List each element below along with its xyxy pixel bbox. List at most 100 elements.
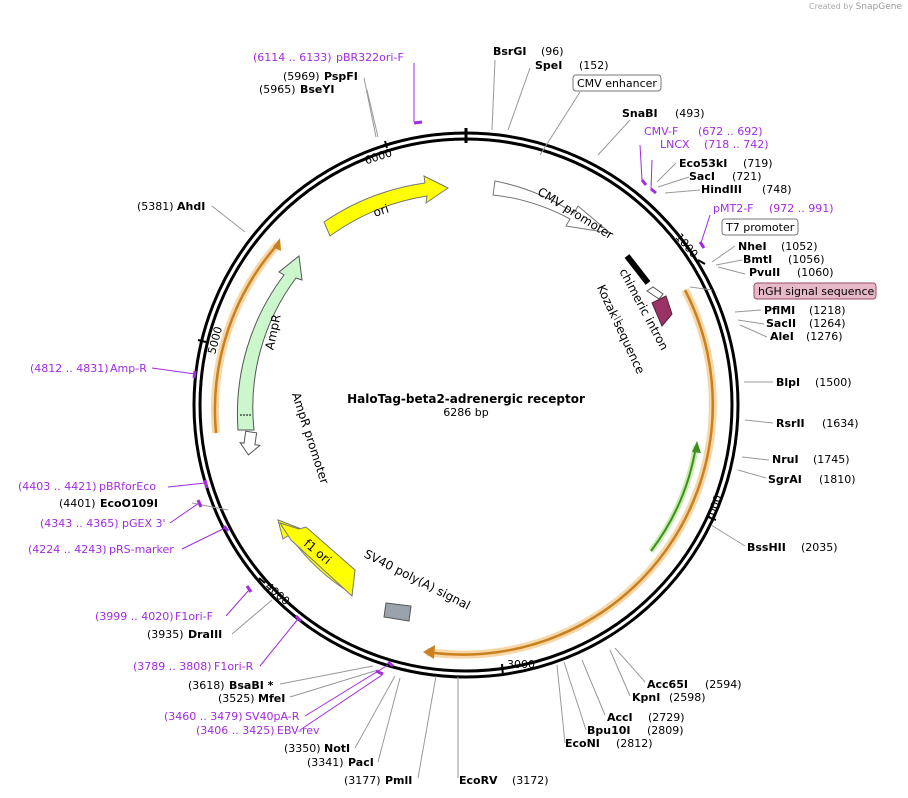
- svg-text:(5381): (5381): [137, 200, 174, 213]
- svg-text:(4343 .. 4365): (4343 .. 4365): [40, 517, 119, 530]
- svg-text:EcoNI: EcoNI: [565, 737, 600, 750]
- t7-promoter-box: T7 promoter: [721, 218, 799, 236]
- ampr-promoter-label: AmpR promoter: [289, 391, 332, 486]
- svg-text:PvuII: PvuII: [749, 266, 780, 279]
- svg-text:SgrAI: SgrAI: [768, 473, 802, 486]
- svg-text:(1810): (1810): [819, 473, 856, 486]
- svg-text:(5965): (5965): [259, 83, 296, 96]
- svg-text:pBRforEco: pBRforEco: [99, 480, 156, 493]
- primer-labels: (6114 .. 6133) pBR322ori-F CMV-F (672 .. 6…: [18, 51, 834, 737]
- f1-ori-body: [278, 522, 356, 598]
- svg-text:PspFI: PspFI: [324, 70, 358, 83]
- svg-text:PflMI: PflMI: [764, 304, 795, 317]
- svg-text:EcoRV: EcoRV: [459, 774, 498, 787]
- svg-text:BssHII: BssHII: [747, 541, 786, 554]
- svg-text:SacII: SacII: [766, 317, 796, 330]
- leader-lines: [191, 59, 774, 779]
- green-arc: [650, 445, 697, 552]
- svg-text:(4401): (4401): [59, 497, 96, 510]
- svg-text:NheI: NheI: [738, 240, 767, 253]
- svg-text:(2812): (2812): [616, 737, 653, 750]
- svg-text:(721): (721): [732, 170, 762, 183]
- hgh-signal-marker: [651, 295, 673, 327]
- svg-text:(6114 .. 6133): (6114 .. 6133): [253, 51, 332, 64]
- svg-text:BmtI: BmtI: [743, 253, 772, 266]
- svg-text:MfeI: MfeI: [258, 692, 285, 705]
- svg-text:(3406 .. 3425): (3406 .. 3425): [196, 724, 275, 737]
- svg-text:PmlI: PmlI: [385, 774, 412, 787]
- svg-text:CMV enhancer: CMV enhancer: [577, 77, 657, 90]
- sv40-polya-marker: [383, 602, 412, 622]
- svg-text:(1500): (1500): [815, 376, 852, 389]
- svg-text:(1745): (1745): [813, 453, 850, 466]
- kozak-mark-a: [613, 315, 622, 321]
- left-orange-arrowhead: [273, 238, 281, 251]
- svg-text:LNCX: LNCX: [660, 138, 690, 151]
- svg-text:(5969): (5969): [283, 70, 320, 83]
- svg-text:(672 .. 692): (672 .. 692): [698, 125, 763, 138]
- hgh-signal-box: hGH signal sequence: [753, 282, 877, 300]
- scale-tick-2000: 2000: [703, 493, 725, 524]
- svg-text:pBR322ori-F: pBR322ori-F: [336, 51, 404, 64]
- svg-text:BlpI: BlpI: [776, 376, 800, 389]
- ampr-promoter-arrow: [239, 430, 262, 456]
- svg-text:DraIII: DraIII: [188, 628, 222, 641]
- svg-text:RsrII: RsrII: [776, 417, 805, 430]
- svg-text:(3935): (3935): [147, 628, 184, 641]
- svg-text:CMV-F: CMV-F: [644, 125, 678, 138]
- svg-text:(493): (493): [675, 107, 705, 120]
- svg-text:(4812 .. 4831): (4812 .. 4831): [30, 362, 109, 375]
- svg-text:Acc65I: Acc65I: [647, 678, 688, 691]
- svg-text:PacI: PacI: [348, 756, 374, 769]
- cds-arc: [426, 289, 715, 656]
- svg-text:Bpu10I: Bpu10I: [587, 724, 631, 737]
- svg-text:hGH signal sequence: hGH signal sequence: [758, 285, 875, 298]
- enzyme-labels: BsrGI(96) SpeI(152) SnaBI(493) Eco53kI(7…: [59, 45, 859, 787]
- svg-text:3000: 3000: [507, 658, 535, 671]
- svg-text:pMT2-F: pMT2-F: [713, 202, 754, 215]
- svg-text:(3525): (3525): [218, 692, 255, 705]
- svg-text:(2035): (2035): [801, 541, 838, 554]
- green-arrowhead: [692, 441, 701, 453]
- cmv-enhancer-box: CMV enhancer: [572, 74, 662, 92]
- svg-text:Amp-R: Amp-R: [110, 362, 147, 375]
- left-orange-arc: [213, 243, 279, 434]
- svg-text:SV40pA-R: SV40pA-R: [245, 710, 300, 723]
- svg-text:(3618): (3618): [188, 679, 225, 692]
- primer-ticks: [192, 120, 706, 676]
- svg-text:KpnI: KpnI: [632, 691, 660, 704]
- svg-text:(2594): (2594): [705, 678, 742, 691]
- plasmid-size: 6286 bp: [443, 406, 488, 419]
- svg-text:6000: 6000: [363, 146, 394, 167]
- cmv-promoter-arrow: [492, 180, 612, 234]
- sv40-polya-label: SV40 poly(A) signal: [362, 547, 473, 613]
- primer-leader-lines: [151, 63, 711, 731]
- svg-text:(718 .. 742): (718 .. 742): [704, 138, 769, 151]
- scale-tick-4000: 4000: [258, 577, 292, 608]
- svg-text:pGEX 3': pGEX 3': [122, 517, 166, 530]
- svg-text:SacI: SacI: [689, 170, 715, 183]
- svg-text:(3177): (3177): [344, 774, 381, 787]
- svg-text:NruI: NruI: [772, 453, 799, 466]
- svg-text:(1634): (1634): [822, 417, 859, 430]
- svg-text:2000: 2000: [703, 493, 725, 524]
- svg-text:(1052): (1052): [781, 240, 818, 253]
- svg-text:BsaBI *: BsaBI *: [229, 679, 274, 692]
- snapgene-credit: Created by SnapGene: [809, 2, 902, 12]
- svg-text:EBV-rev: EBV-rev: [277, 724, 320, 737]
- svg-text:(152): (152): [579, 59, 609, 72]
- svg-text:(719): (719): [743, 157, 773, 170]
- cds-arrowhead: [423, 645, 435, 659]
- svg-text:NotI: NotI: [324, 742, 350, 755]
- svg-text:pRS-marker: pRS-marker: [109, 543, 174, 556]
- intron-small-arrow: [646, 286, 664, 300]
- svg-text:(1060): (1060): [797, 266, 834, 279]
- ori-arrow: [323, 175, 449, 237]
- svg-text:(3350): (3350): [284, 742, 321, 755]
- svg-text:(3999 .. 4020): (3999 .. 4020): [95, 610, 174, 623]
- svg-text:(3172): (3172): [512, 774, 549, 787]
- ampr-arrow: [236, 255, 303, 431]
- svg-text:EcoO109I: EcoO109I: [100, 497, 158, 510]
- svg-text:(1264): (1264): [809, 317, 846, 330]
